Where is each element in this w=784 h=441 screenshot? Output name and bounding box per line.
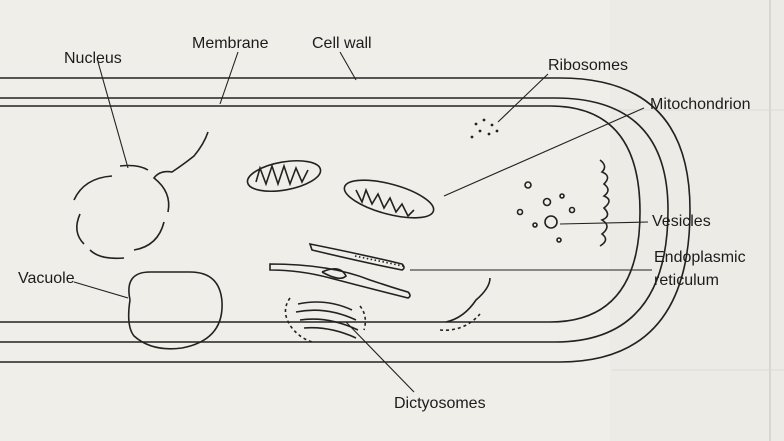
label-cell-wall: Cell wall [312,35,372,52]
label-nucleus: Nucleus [64,50,122,67]
mitochondrion-1 [246,159,322,193]
dictyosomes-shape [284,277,491,343]
mitochondrion-2 [343,179,435,219]
ribosomes-dots [470,118,499,139]
label-dictyosomes: Dictyosomes [394,395,486,412]
cell-membrane [0,105,641,323]
label-mitochondrion: Mitochondrion [650,96,751,113]
leader-lines [73,51,652,393]
vacuole-shape [127,271,223,350]
label-er-line1: Endoplasmic [654,249,746,266]
label-vacuole: Vacuole [18,270,75,287]
label-ribosomes: Ribosomes [548,57,628,74]
label-er-line2: reticulum [654,272,719,289]
membrane-folds [599,159,610,247]
label-vesicles: Vesicles [652,213,711,230]
background-page-text [610,0,784,441]
label-membrane: Membrane [192,35,269,52]
vesicles-cluster [516,181,576,243]
cell-wall [0,77,691,363]
nucleus-shape [73,131,209,260]
endoplasmic-reticulum [269,242,411,299]
